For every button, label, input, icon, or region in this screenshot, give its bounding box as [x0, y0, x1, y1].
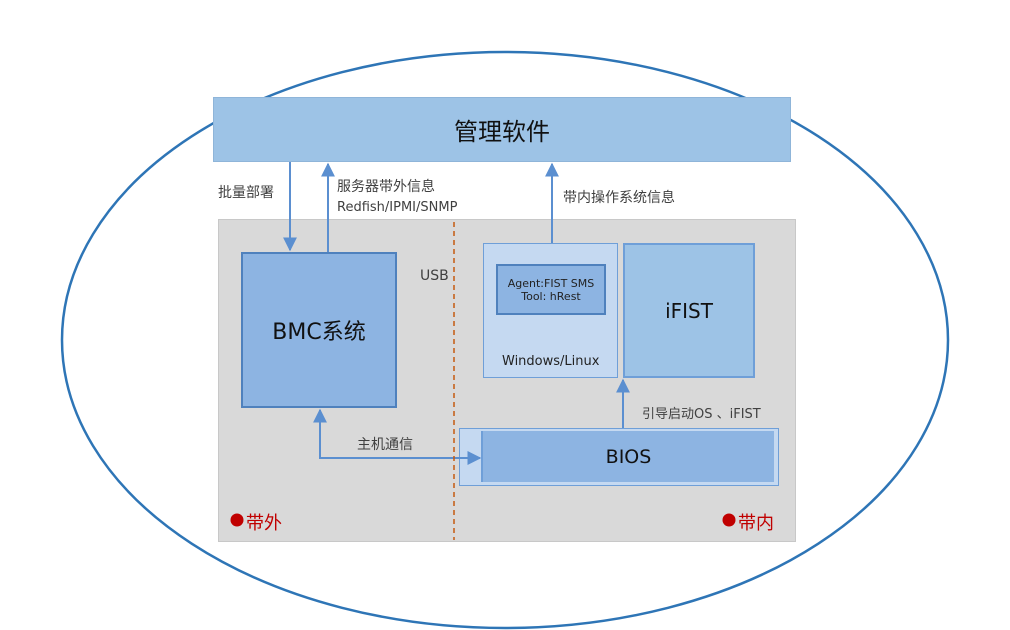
- boot-label: 引导启动OS 、iFIST: [642, 407, 761, 422]
- oob-info-label: 服务器带外信息: [337, 179, 435, 195]
- ifist-box: iFIST: [623, 243, 755, 378]
- host-comm-arrow: [313, 408, 482, 465]
- usb-label: USB: [420, 268, 449, 284]
- management-software-bar: 管理软件: [213, 97, 791, 162]
- in-band-label: 带内: [738, 513, 774, 534]
- out-of-band-label: 带外: [246, 513, 282, 534]
- bios-title: BIOS: [605, 445, 652, 468]
- os-name: Windows/Linux: [502, 354, 600, 369]
- bios-inner: BIOS: [481, 431, 774, 482]
- inband-os-info-label: 带内操作系统信息: [563, 190, 675, 206]
- agent-line-2: Tool: hRest: [521, 289, 581, 303]
- ifist-title: iFIST: [665, 298, 713, 323]
- host-comm-label: 主机通信: [357, 437, 413, 453]
- out-of-band-dot: [230, 513, 244, 527]
- management-software-title: 管理软件: [454, 118, 550, 146]
- in-band-dot: [722, 513, 736, 527]
- oob-protocols-label: Redfish/IPMI/SNMP: [337, 200, 458, 215]
- os-box: Agent:FIST SMS Tool: hRest Windows/Linux: [483, 243, 618, 378]
- bmc-system-box: BMC系统: [241, 252, 397, 408]
- bios-box: BIOS: [459, 428, 779, 486]
- agent-line-1: Agent:FIST SMS: [507, 276, 595, 290]
- bmc-system-title: BMC系统: [272, 320, 366, 345]
- batch-deploy-label: 批量部署: [218, 185, 274, 201]
- agent-box: Agent:FIST SMS Tool: hRest: [496, 264, 606, 315]
